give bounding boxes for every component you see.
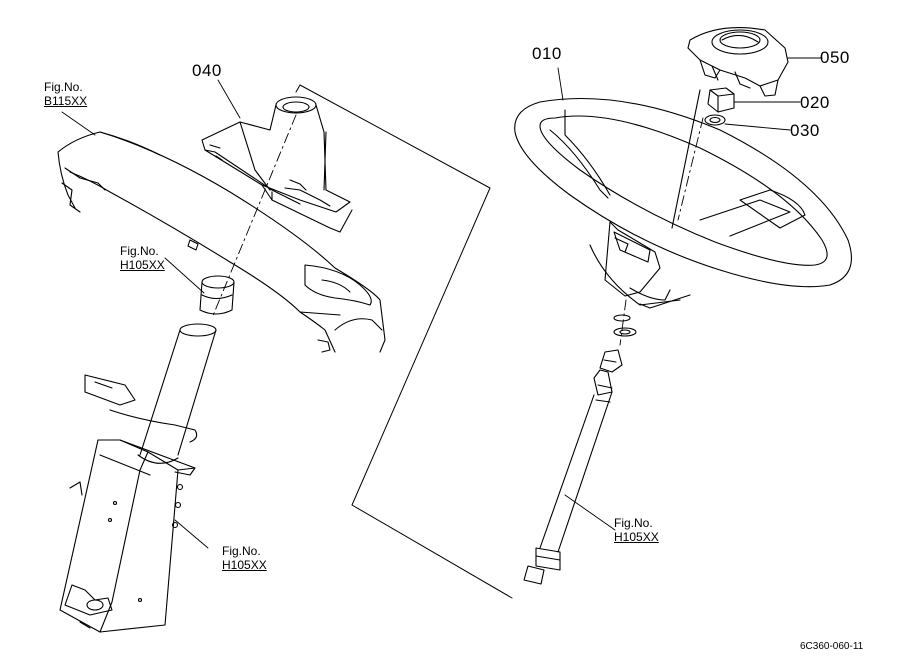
figure-reference-column: Fig.No. H105XX bbox=[120, 244, 165, 272]
figure-reference-label: Fig.No. bbox=[614, 516, 653, 530]
center-lines bbox=[211, 114, 704, 346]
figure-reference-code: H105XX bbox=[120, 258, 165, 272]
figure-reference-bracket: Fig.No. H105XX bbox=[222, 544, 267, 572]
figure-reference-label: Fig.No. bbox=[222, 544, 261, 558]
assembly-frame-left bbox=[295, 84, 301, 93]
figure-reference-code: B115XX bbox=[44, 94, 88, 108]
steering-wheel-drawing bbox=[514, 89, 852, 309]
steering-shaft-drawing bbox=[523, 314, 637, 585]
figure-reference-label: Fig.No. bbox=[44, 80, 83, 94]
figure-reference-dash-panel: Fig.No. B115XX bbox=[44, 80, 87, 108]
drawing-code: 6C360-060-11 bbox=[800, 641, 864, 652]
part-number-020: 020 bbox=[800, 93, 830, 112]
washer-030-drawing bbox=[704, 114, 726, 126]
cover-040-drawing bbox=[201, 96, 353, 233]
part-number-010: 010 bbox=[532, 44, 562, 63]
part-number-050: 050 bbox=[820, 48, 850, 67]
nut-020-drawing bbox=[707, 87, 735, 113]
center-cap-drawing bbox=[687, 27, 789, 97]
assembly-frame bbox=[299, 84, 513, 599]
part-number-030: 030 bbox=[790, 121, 820, 140]
figure-reference-code: H105XX bbox=[222, 558, 267, 572]
column-drawing bbox=[59, 275, 235, 633]
figure-reference-code: H105XX bbox=[614, 530, 659, 544]
figure-reference-shaft: Fig.No. H105XX bbox=[614, 516, 659, 544]
figure-reference-label: Fig.No. bbox=[120, 244, 159, 258]
part-number-040: 040 bbox=[192, 61, 222, 80]
dash-panel-drawing bbox=[57, 131, 386, 353]
leader-lines bbox=[61, 57, 823, 549]
